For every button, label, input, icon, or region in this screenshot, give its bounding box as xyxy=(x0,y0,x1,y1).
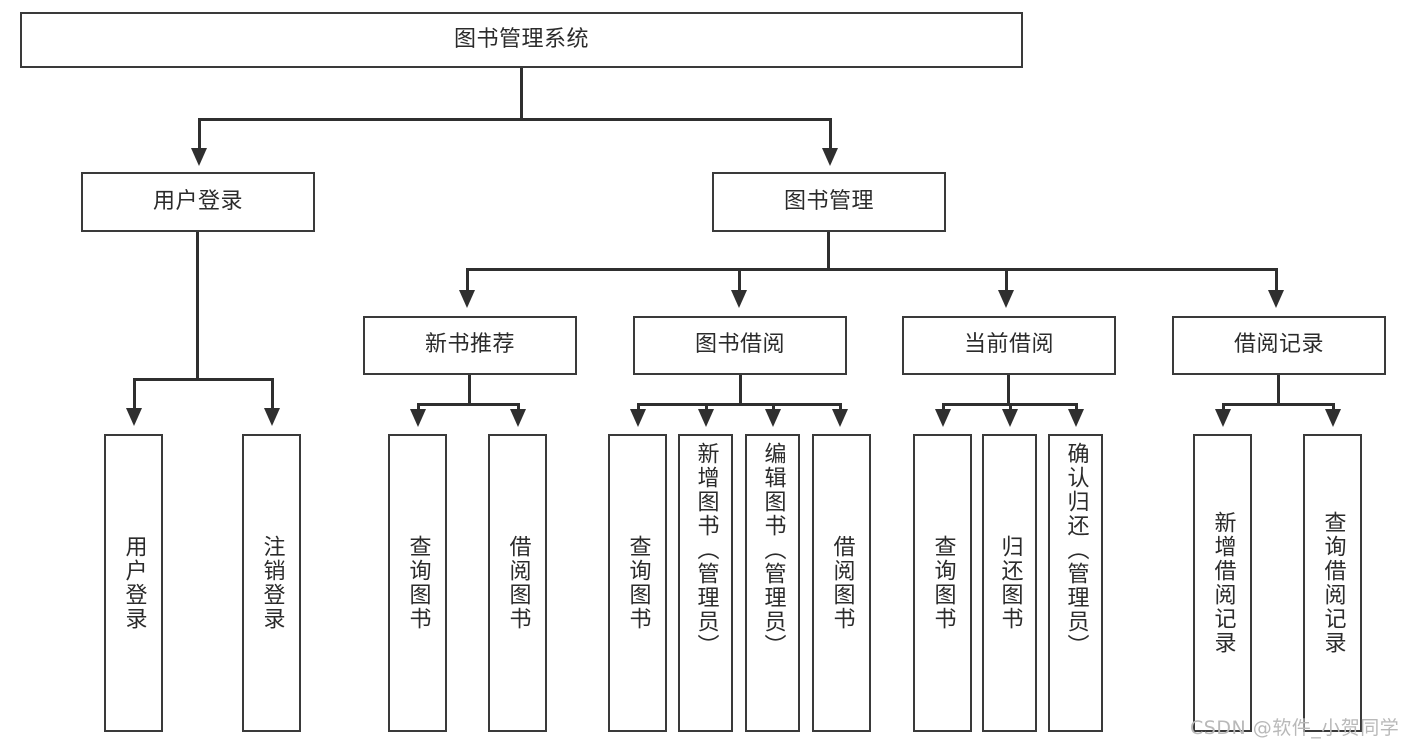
leaf-cb-return-book-label: 归还图书 xyxy=(997,535,1023,631)
arrow-to-bb-leaf-3 xyxy=(765,409,781,427)
leaf-br-query-record-label: 查询借阅记录 xyxy=(1320,511,1346,655)
node-current-borrow[interactable]: 当前借阅 xyxy=(902,316,1116,375)
connector-br-stem xyxy=(1277,375,1280,405)
connector-bb-stem xyxy=(739,375,742,405)
connector-bm-drop-3 xyxy=(1005,268,1008,290)
arrow-to-book-borrow xyxy=(731,290,747,308)
connector-br-drop-2 xyxy=(1332,403,1335,409)
leaf-cb-confirm-return[interactable]: 确认归还（管理员） xyxy=(1048,434,1103,732)
node-new-book-recommend-label: 新书推荐 xyxy=(424,332,515,358)
arrow-to-user-login xyxy=(191,148,207,166)
leaf-bb-borrow-book[interactable]: 借阅图书 xyxy=(812,434,871,732)
arrow-to-cb-leaf-3 xyxy=(1068,409,1084,427)
leaf-cb-confirm-return-label: 确认归还（管理员） xyxy=(1063,442,1089,658)
connector-bm-drop-2 xyxy=(738,268,741,290)
node-book-manage-label: 图书管理 xyxy=(783,188,874,214)
leaf-user-login-label: 用户登录 xyxy=(121,535,147,631)
connector-root-bus xyxy=(198,118,832,121)
arrow-to-br-leaf-2 xyxy=(1325,409,1341,427)
csdn-watermark: CSDN @软件_小贺同学 xyxy=(1190,717,1400,739)
leaf-bb-add-book[interactable]: 新增图书（管理员） xyxy=(678,434,733,732)
arrow-to-bb-leaf-1 xyxy=(630,409,646,427)
connector-bm-drop-4 xyxy=(1275,268,1278,290)
connector-bb-bus xyxy=(637,403,842,406)
connector-root-drop-right xyxy=(829,118,832,148)
connector-cb-drop-2 xyxy=(1009,403,1012,409)
node-borrow-record[interactable]: 借阅记录 xyxy=(1172,316,1386,375)
node-root-system-label: 图书管理系统 xyxy=(453,26,589,52)
arrow-to-br-leaf-1 xyxy=(1215,409,1231,427)
node-new-book-recommend[interactable]: 新书推荐 xyxy=(363,316,577,375)
leaf-br-add-record-label: 新增借阅记录 xyxy=(1210,511,1236,655)
node-root-system[interactable]: 图书管理系统 xyxy=(20,12,1023,68)
leaf-bb-add-book-label: 新增图书（管理员） xyxy=(693,442,719,658)
connector-cb-stem xyxy=(1007,375,1010,405)
arrow-to-nb-leaf-2 xyxy=(510,409,526,427)
node-borrow-record-label: 借阅记录 xyxy=(1233,332,1324,358)
leaf-bb-query-book-label: 查询图书 xyxy=(625,535,651,631)
leaf-logout[interactable]: 注销登录 xyxy=(242,434,301,732)
connector-bm-drop-1 xyxy=(466,268,469,290)
arrow-to-cb-leaf-1 xyxy=(935,409,951,427)
connector-book-manage-stem xyxy=(827,232,830,270)
leaf-cb-return-book[interactable]: 归还图书 xyxy=(982,434,1037,732)
leaf-user-login[interactable]: 用户登录 xyxy=(104,434,163,732)
arrow-to-cb-leaf-2 xyxy=(1002,409,1018,427)
connector-bb-drop-1 xyxy=(637,403,640,409)
arrow-to-current-borrow xyxy=(998,290,1014,308)
leaf-bb-query-book[interactable]: 查询图书 xyxy=(608,434,667,732)
leaf-nb-query-book-label: 查询图书 xyxy=(405,535,431,631)
connector-user-login-bus xyxy=(133,378,274,381)
arrow-to-leaf-logout xyxy=(264,408,280,426)
leaf-bb-edit-book[interactable]: 编辑图书（管理员） xyxy=(745,434,800,732)
connector-bb-drop-2 xyxy=(705,403,708,409)
node-user-login-label: 用户登录 xyxy=(152,188,243,214)
leaf-cb-query-book-label: 查询图书 xyxy=(930,535,956,631)
arrow-to-bb-leaf-4 xyxy=(832,409,848,427)
leaf-br-query-record[interactable]: 查询借阅记录 xyxy=(1303,434,1362,732)
node-user-login[interactable]: 用户登录 xyxy=(81,172,315,232)
arrow-to-borrow-record xyxy=(1268,290,1284,308)
leaf-bb-edit-book-label: 编辑图书（管理员） xyxy=(760,442,786,658)
connector-nb-bus xyxy=(417,403,520,406)
node-current-borrow-label: 当前借阅 xyxy=(963,332,1054,358)
connector-root-drop-left xyxy=(198,118,201,148)
connector-user-login-drop-2 xyxy=(271,378,274,408)
connector-nb-stem xyxy=(468,375,471,405)
connector-user-login-stem xyxy=(196,232,199,380)
connector-nb-drop-2 xyxy=(517,403,520,409)
arrow-to-new-book xyxy=(459,290,475,308)
connector-bb-drop-4 xyxy=(839,403,842,409)
node-book-manage[interactable]: 图书管理 xyxy=(712,172,946,232)
connector-book-manage-bus xyxy=(466,268,1278,271)
leaf-br-add-record[interactable]: 新增借阅记录 xyxy=(1193,434,1252,732)
leaf-nb-query-book[interactable]: 查询图书 xyxy=(388,434,447,732)
leaf-cb-query-book[interactable]: 查询图书 xyxy=(913,434,972,732)
arrow-to-book-manage xyxy=(822,148,838,166)
connector-bb-drop-3 xyxy=(772,403,775,409)
connector-cb-drop-1 xyxy=(942,403,945,409)
connector-user-login-drop-1 xyxy=(133,378,136,408)
node-book-borrow[interactable]: 图书借阅 xyxy=(633,316,847,375)
leaf-nb-borrow-book-label: 借阅图书 xyxy=(505,535,531,631)
leaf-bb-borrow-book-label: 借阅图书 xyxy=(829,535,855,631)
connector-cb-drop-3 xyxy=(1075,403,1078,409)
connector-br-drop-1 xyxy=(1222,403,1225,409)
arrow-to-nb-leaf-1 xyxy=(410,409,426,427)
connector-br-bus xyxy=(1222,403,1335,406)
connector-root-stem xyxy=(520,68,523,120)
leaf-nb-borrow-book[interactable]: 借阅图书 xyxy=(488,434,547,732)
arrow-to-leaf-user-login xyxy=(126,408,142,426)
connector-nb-drop-1 xyxy=(417,403,420,409)
leaf-logout-label: 注销登录 xyxy=(259,535,285,631)
arrow-to-bb-leaf-2 xyxy=(698,409,714,427)
node-book-borrow-label: 图书借阅 xyxy=(694,332,785,358)
